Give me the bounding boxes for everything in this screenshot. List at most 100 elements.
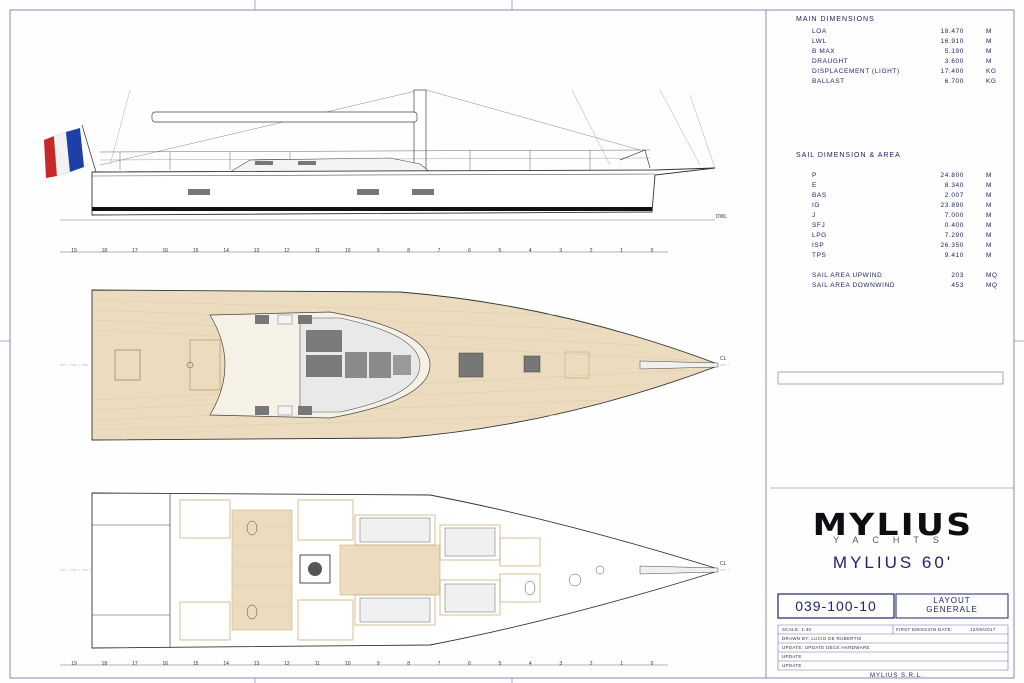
- sail-dim-key: P: [812, 172, 817, 179]
- drawing-title-line1: LAYOUT: [933, 596, 971, 605]
- first-emission-date: 12/09/2017: [970, 627, 996, 632]
- mylius-logo: MYLIUS: [812, 508, 974, 543]
- update-2: UPDATE: [782, 654, 802, 659]
- station-number: 12: [284, 661, 290, 667]
- sail-dim-value: 23.890: [940, 202, 964, 209]
- sail-dim-value: 26.350: [940, 242, 964, 249]
- model-name: MYLIUS 60': [832, 553, 954, 572]
- sail-area-unit: MQ: [986, 272, 998, 279]
- main-dim-value: 5.190: [944, 48, 964, 55]
- forehatch-1: [458, 352, 484, 378]
- main-dim-unit: M: [986, 38, 993, 45]
- station-number: 14: [223, 661, 229, 667]
- station-number: 7: [437, 661, 441, 667]
- station-number: 5: [498, 661, 502, 667]
- sail-area-row: SAIL AREA DOWNWIND 453 MQ: [812, 282, 1002, 292]
- main-dim-unit: KG: [986, 68, 997, 75]
- company-name: MYLIUS S.R.L.: [870, 673, 924, 679]
- station-number: 9: [376, 661, 380, 667]
- main-dim-unit: M: [986, 28, 993, 35]
- station-number: 6: [468, 661, 471, 667]
- station-number: 10: [345, 661, 351, 667]
- station-number: 3: [559, 661, 563, 667]
- main-dim-key: BALLAST: [812, 78, 845, 85]
- update-3: UPDATE: [782, 663, 802, 668]
- station-number: 13: [253, 661, 260, 667]
- station-number: 8: [407, 248, 411, 254]
- sail-dim-key: IG: [812, 202, 821, 209]
- station-number: 16: [162, 661, 169, 667]
- sail-dim-value: 0.400: [944, 222, 964, 229]
- station-number: 12: [284, 248, 290, 254]
- station-number: 17: [132, 661, 138, 667]
- sail-dim-unit: M: [986, 252, 993, 259]
- sail-dim-key: ISP: [812, 242, 825, 249]
- sail-dim-unit: M: [986, 202, 993, 209]
- sail-dim-value: 24.800: [940, 172, 964, 179]
- sail-area-unit: MQ: [986, 282, 998, 289]
- station-number: 7: [437, 248, 441, 254]
- sail-dim-key: BAS: [812, 192, 827, 199]
- station-number: 15: [192, 661, 199, 667]
- sail-area-value: 453: [951, 282, 964, 289]
- deck-plan-view: [60, 289, 730, 441]
- main-dim-row: LWL 16.910 M: [812, 38, 1002, 48]
- sail-dim-unit: M: [986, 192, 993, 199]
- main-dim-unit: KG: [986, 78, 997, 85]
- sail-dim-unit: M: [986, 212, 993, 219]
- sail-dim-row: SFJ 0.400 M: [812, 222, 1002, 232]
- station-number: 14: [223, 248, 229, 254]
- station-number: 10: [345, 248, 351, 254]
- station-number: 1: [620, 248, 623, 254]
- main-dimensions-title: MAIN DIMENSIONS: [796, 16, 875, 23]
- logo-subtitle: YACHTS: [833, 535, 953, 545]
- sail-area-key: SAIL AREA UPWIND: [812, 272, 883, 279]
- sail-dim-key: SFJ: [812, 222, 826, 229]
- station-number: 1: [620, 661, 623, 667]
- station-number: 4: [528, 248, 532, 254]
- hull-port-3: [412, 189, 434, 195]
- sail-dim-unit: M: [986, 242, 993, 249]
- station-number: 19: [71, 661, 77, 667]
- sail-dim-unit: M: [986, 222, 993, 229]
- station-number: 13: [253, 248, 260, 254]
- station-number: 6: [468, 248, 471, 254]
- station-number: 18: [101, 661, 108, 667]
- station-number: 0: [650, 248, 654, 254]
- drawn-by: DRAWN BY: LUCIO DE RUBERTIS: [782, 636, 862, 641]
- update-1: UPDATE: UPDATE DECK HARDWARE: [782, 645, 870, 650]
- station-number: 8: [407, 661, 411, 667]
- hull-port-1: [188, 189, 210, 195]
- main-dim-value: 17.400: [940, 68, 964, 75]
- sail-dim-row: ISP 26.350 M: [812, 242, 1002, 252]
- sail-dim-key: E: [812, 182, 817, 189]
- hull-side: [91, 167, 716, 216]
- station-number: 0: [650, 661, 654, 667]
- sail-dimensions-title: SAIL DIMENSION & AREA: [796, 152, 901, 159]
- station-number: 3: [559, 248, 563, 254]
- sail-dim-unit: M: [986, 232, 993, 239]
- station-number: 19: [71, 248, 77, 254]
- main-dim-key: LWL: [812, 38, 827, 45]
- french-flag-icon: [44, 124, 97, 178]
- drawing-number: 039-100-10: [795, 598, 877, 614]
- station-number: 4: [528, 661, 532, 667]
- main-dim-value: 16.910: [940, 38, 964, 45]
- sail-dim-key: TPS: [812, 252, 827, 259]
- main-dim-unit: M: [986, 58, 993, 65]
- drawing-title: LAYOUT GENERALE: [897, 596, 1007, 614]
- station-number: 5: [498, 248, 502, 254]
- sail-dim-unit: M: [986, 182, 993, 189]
- sail-area-key: SAIL AREA DOWNWIND: [812, 282, 896, 289]
- first-emission-label: FIRST EMISSION DATE:: [896, 627, 953, 632]
